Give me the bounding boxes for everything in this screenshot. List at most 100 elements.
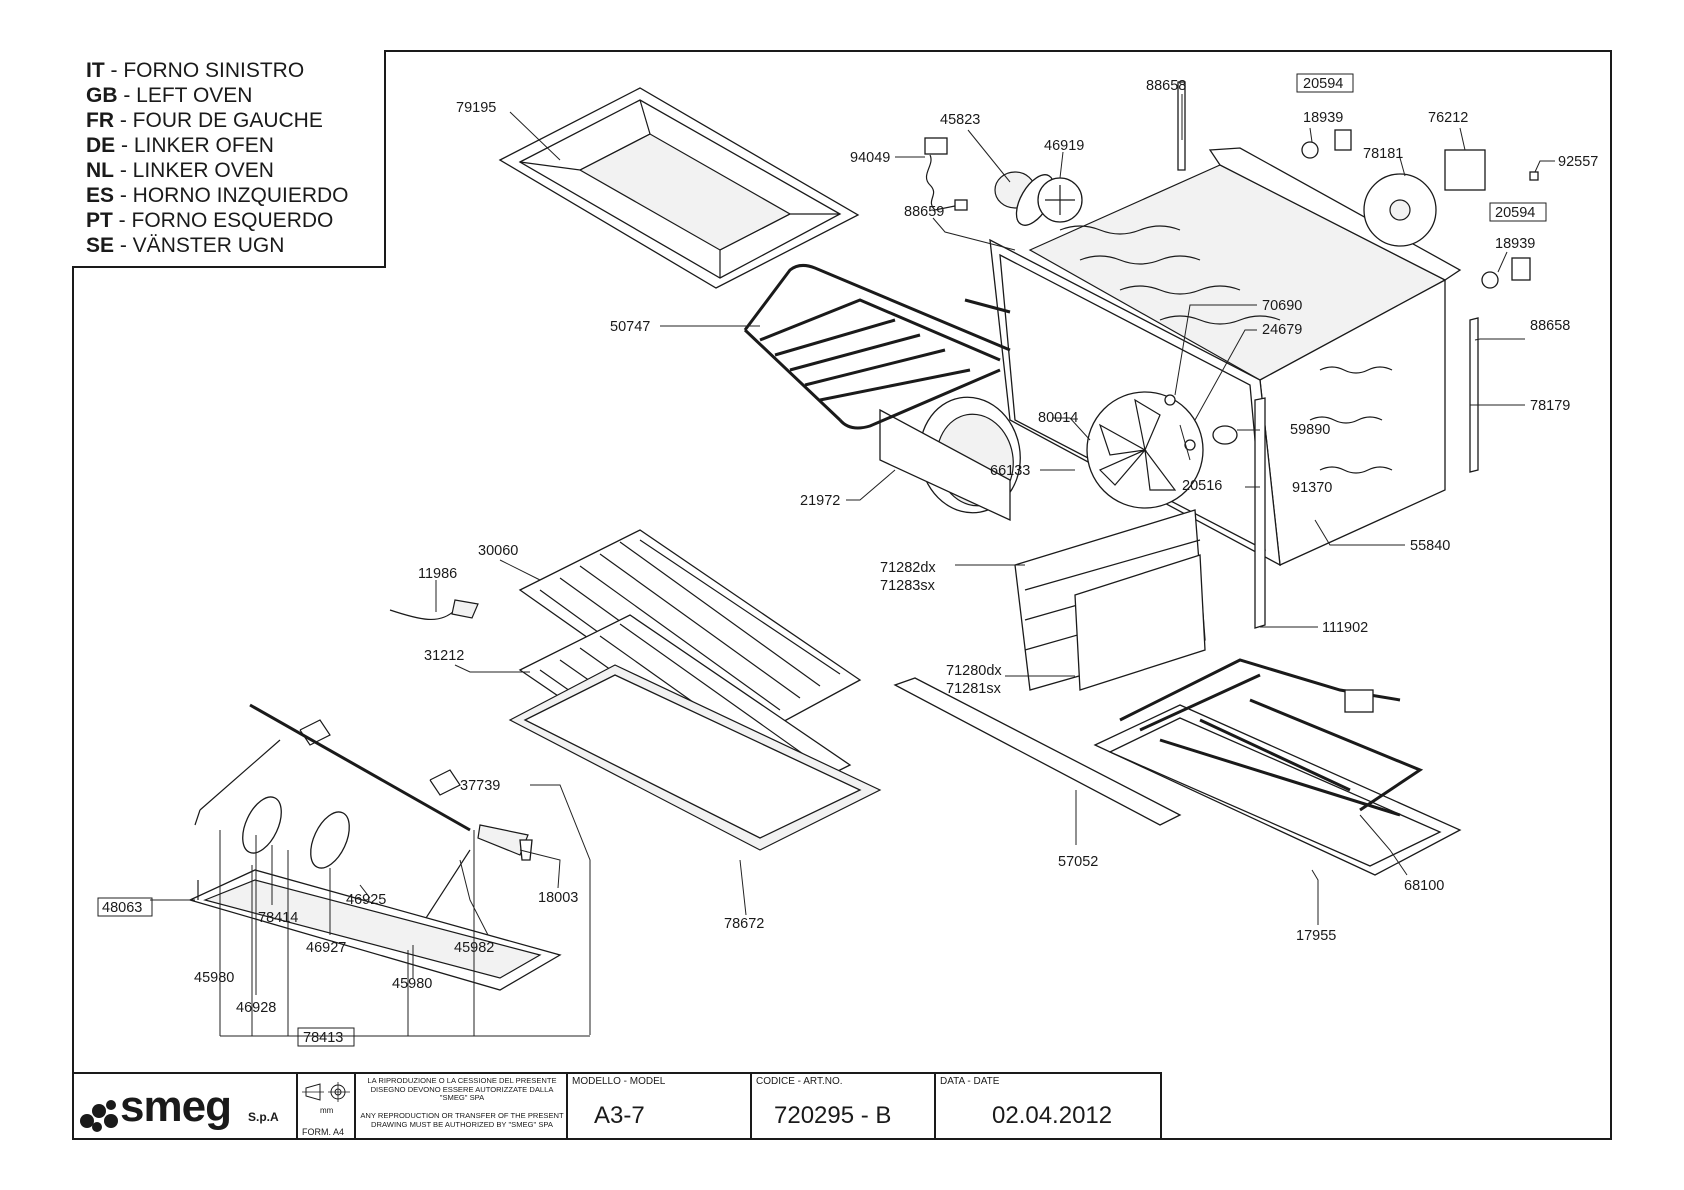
language-label: - FOUR DE GAUCHE: [114, 109, 323, 132]
language-code: PT: [86, 209, 113, 232]
legend-row: PT - FORNO ESQUERDO: [86, 208, 384, 233]
model-value: A3-7: [594, 1102, 645, 1129]
part-label: 30060: [478, 543, 518, 559]
part-label: 57052: [1058, 854, 1098, 870]
part-label: 46919: [1044, 138, 1084, 154]
model-label: MODELLO - MODEL: [572, 1076, 666, 1087]
language-label: - HORNO INZQUIERDO: [114, 184, 349, 207]
rear-fan-components: [1086, 81, 1539, 509]
part-label: 20594: [1495, 205, 1535, 221]
language-code: NL: [86, 159, 114, 182]
bottom-plate: [893, 677, 1182, 826]
units-cell: mm FORM. A4: [298, 1074, 356, 1140]
part-label: 20594: [1303, 76, 1343, 92]
part-label: 66133: [990, 463, 1030, 479]
part-label: 21972: [800, 493, 840, 509]
logo-wordmark: smeg: [120, 1082, 232, 1131]
logo-suffix: S.p.A: [248, 1110, 279, 1124]
part-label: 18003: [538, 890, 578, 906]
lower-heater-and-frame: [1093, 658, 1462, 876]
part-label: 45982: [454, 940, 494, 956]
legend-row: NL - LINKER OVEN: [86, 158, 384, 183]
part-label: 78672: [724, 916, 764, 932]
language-code: DE: [86, 134, 116, 157]
side-rails-and-door: [1014, 397, 1266, 691]
part-label: 94049: [850, 150, 890, 166]
part-label: 78414: [258, 910, 298, 926]
brand-logo: smeg S.p.A: [72, 1074, 298, 1140]
units-label: mm: [320, 1106, 334, 1115]
part-label: 80014: [1038, 410, 1078, 426]
part-label: 46928: [236, 1000, 276, 1016]
part-label: 18939: [1495, 236, 1535, 252]
part-label: 59890: [1290, 422, 1330, 438]
oven-racks: [508, 529, 882, 851]
logo-dot: [92, 1104, 106, 1118]
part-labels: 79195 45823 94049 46919 88658 20594 1893…: [102, 76, 1598, 1046]
part-label: 55840: [1410, 538, 1450, 554]
part-label: 46925: [346, 892, 386, 908]
meat-probe: [389, 599, 479, 621]
rotisserie-set: [188, 703, 562, 991]
language-code: SE: [86, 234, 115, 257]
date-label: DATA - DATE: [940, 1076, 1000, 1087]
leader-lines: [150, 94, 1555, 1037]
language-code: GB: [86, 84, 118, 107]
logo-dot: [80, 1114, 94, 1128]
language-label: - VÄNSTER UGN: [114, 234, 285, 257]
part-label: 11986: [418, 566, 457, 582]
logo-dot: [92, 1122, 102, 1132]
upper-grill-element: [743, 263, 1011, 430]
part-label: 88658: [1530, 318, 1570, 334]
part-label: 20516: [1182, 478, 1222, 494]
part-label: 91370: [1292, 480, 1332, 496]
part-label: 70690: [1262, 298, 1302, 314]
part-label: 31212: [424, 648, 464, 664]
part-label: 45823: [940, 112, 980, 128]
logo-dot: [106, 1100, 116, 1110]
language-code: FR: [86, 109, 114, 132]
language-legend: IT - FORNO SINISTRO GB - LEFT OVEN FR - …: [72, 50, 386, 268]
date-value: 02.04.2012: [992, 1102, 1113, 1129]
language-label: - LINKER OVEN: [114, 159, 274, 182]
part-label: 71282dx: [880, 560, 936, 576]
part-label: 78179: [1530, 398, 1570, 414]
part-label: 88659: [904, 204, 944, 220]
language-label: - LINKER OFEN: [115, 134, 274, 157]
part-label: 17955: [1296, 928, 1336, 944]
copyright-notice: LA RIPRODUZIONE O LA CESSIONE DEL PRESEN…: [356, 1074, 568, 1140]
language-code: IT: [86, 59, 105, 82]
drawing-frame: [72, 50, 1612, 1140]
part-label: 71283sx: [880, 578, 936, 594]
notice-italian: LA RIPRODUZIONE O LA CESSIONE DEL PRESEN…: [367, 1076, 557, 1103]
projection-symbol-icon: [302, 1082, 350, 1102]
part-label: 45980: [392, 976, 432, 992]
part-label: 37739: [460, 778, 500, 794]
part-label: 92557: [1558, 154, 1598, 170]
logo-dot: [104, 1114, 118, 1128]
part-label: 79195: [456, 100, 496, 116]
part-label: 46927: [306, 940, 346, 956]
door-frame-part: [498, 87, 860, 289]
code-value: 720295 - B: [774, 1102, 892, 1129]
legend-row: GB - LEFT OVEN: [86, 83, 384, 108]
code-label: CODICE - ART.NO.: [756, 1076, 843, 1087]
legend-row: IT - FORNO SINISTRO: [86, 58, 384, 83]
part-label: 50747: [610, 319, 650, 335]
title-block: smeg S.p.A mm FORM. A4 LA RIPRODUZIONE O…: [72, 1072, 1162, 1140]
legend-row: FR - FOUR DE GAUCHE: [86, 108, 384, 133]
oven-cavity-body: [879, 147, 1462, 567]
legend-row: DE - LINKER OFEN: [86, 133, 384, 158]
legend-row: SE - VÄNSTER UGN: [86, 233, 384, 258]
article-code-cell: CODICE - ART.NO. 720295 - B: [752, 1074, 936, 1140]
date-cell: DATA - DATE 02.04.2012: [936, 1074, 1162, 1140]
language-label: - FORNO ESQUERDO: [112, 209, 334, 232]
part-label: 76212: [1428, 110, 1468, 126]
part-label: 111902: [1322, 620, 1368, 636]
part-label: 78181: [1363, 146, 1403, 162]
part-label: 18939: [1303, 110, 1343, 126]
model-cell: MODELLO - MODEL A3-7: [568, 1074, 752, 1140]
part-label: 78413: [303, 1030, 343, 1046]
part-label: 24679: [1262, 322, 1302, 338]
